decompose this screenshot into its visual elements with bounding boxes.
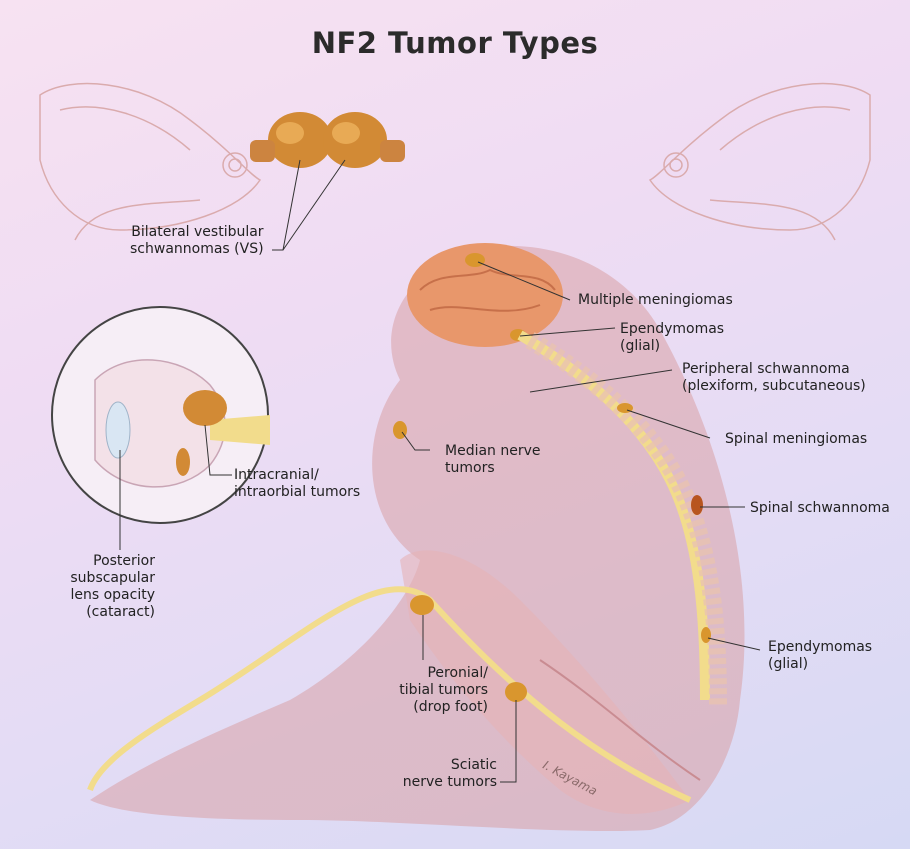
label-peripheral-schwannoma: Peripheral schwannoma (plexiform, subcut… — [682, 361, 866, 395]
label-line: Spinal schwannoma — [750, 500, 890, 517]
page-title: NF2 Tumor Types — [0, 26, 910, 60]
label-line: tumors — [445, 460, 541, 477]
label-intracranial: Intracranial/ intraorbial tumors — [234, 467, 360, 501]
sciatic-tumor — [505, 682, 527, 702]
label-line: Intracranial/ — [234, 467, 360, 484]
label-line: nerve tumors — [400, 774, 497, 791]
label-line: Peronial/ — [388, 665, 488, 682]
label-vestibular-schwannomas: Bilateral vestibular schwannomas (VS) — [130, 224, 264, 258]
label-line: Bilateral vestibular — [130, 224, 264, 241]
label-spinal-schwannoma: Spinal schwannoma — [750, 500, 890, 517]
label-line: Multiple meningiomas — [578, 292, 733, 309]
ependymoma-lower-tumor — [701, 627, 711, 643]
vestibular-schwannoma-left — [250, 112, 332, 168]
spinal-schwannoma-tumor — [691, 495, 703, 515]
label-line: tibial tumors — [388, 682, 488, 699]
vestibular-schwannoma-right — [323, 112, 405, 168]
label-ependymomas-top: Ependymomas (glial) — [620, 321, 724, 355]
label-line: subscapular — [70, 570, 155, 587]
peronial-tumor — [410, 595, 434, 615]
label-line: Ependymomas — [620, 321, 724, 338]
label-line: Ependymomas — [768, 639, 872, 656]
label-line: schwannomas (VS) — [130, 241, 264, 258]
label-multiple-meningiomas: Multiple meningiomas — [578, 292, 733, 309]
label-line: (drop foot) — [388, 699, 488, 716]
label-line: Spinal meningiomas — [725, 431, 867, 448]
label-line: intraorbial tumors — [234, 484, 360, 501]
label-peronial: Peronial/ tibial tumors (drop foot) — [388, 665, 488, 716]
label-cataract: Posterior subscapular lens opacity (cata… — [70, 553, 155, 621]
label-line: Peripheral schwannoma — [682, 361, 866, 378]
label-line: Sciatic — [400, 757, 497, 774]
label-line: (plexiform, subcutaneous) — [682, 378, 866, 395]
label-line: (glial) — [768, 656, 872, 673]
ear-anatomy — [40, 84, 870, 240]
label-ependymomas-bottom: Ependymomas (glial) — [768, 639, 872, 673]
label-line: (cataract) — [70, 604, 155, 621]
label-median-nerve: Median nerve tumors — [445, 443, 541, 477]
label-line: (glial) — [620, 338, 724, 355]
label-line: Posterior — [70, 553, 155, 570]
label-line: lens opacity — [70, 587, 155, 604]
brain — [407, 243, 563, 347]
label-line: Median nerve — [445, 443, 541, 460]
label-sciatic: Sciatic nerve tumors — [400, 757, 497, 791]
label-spinal-meningiomas: Spinal meningiomas — [725, 431, 867, 448]
